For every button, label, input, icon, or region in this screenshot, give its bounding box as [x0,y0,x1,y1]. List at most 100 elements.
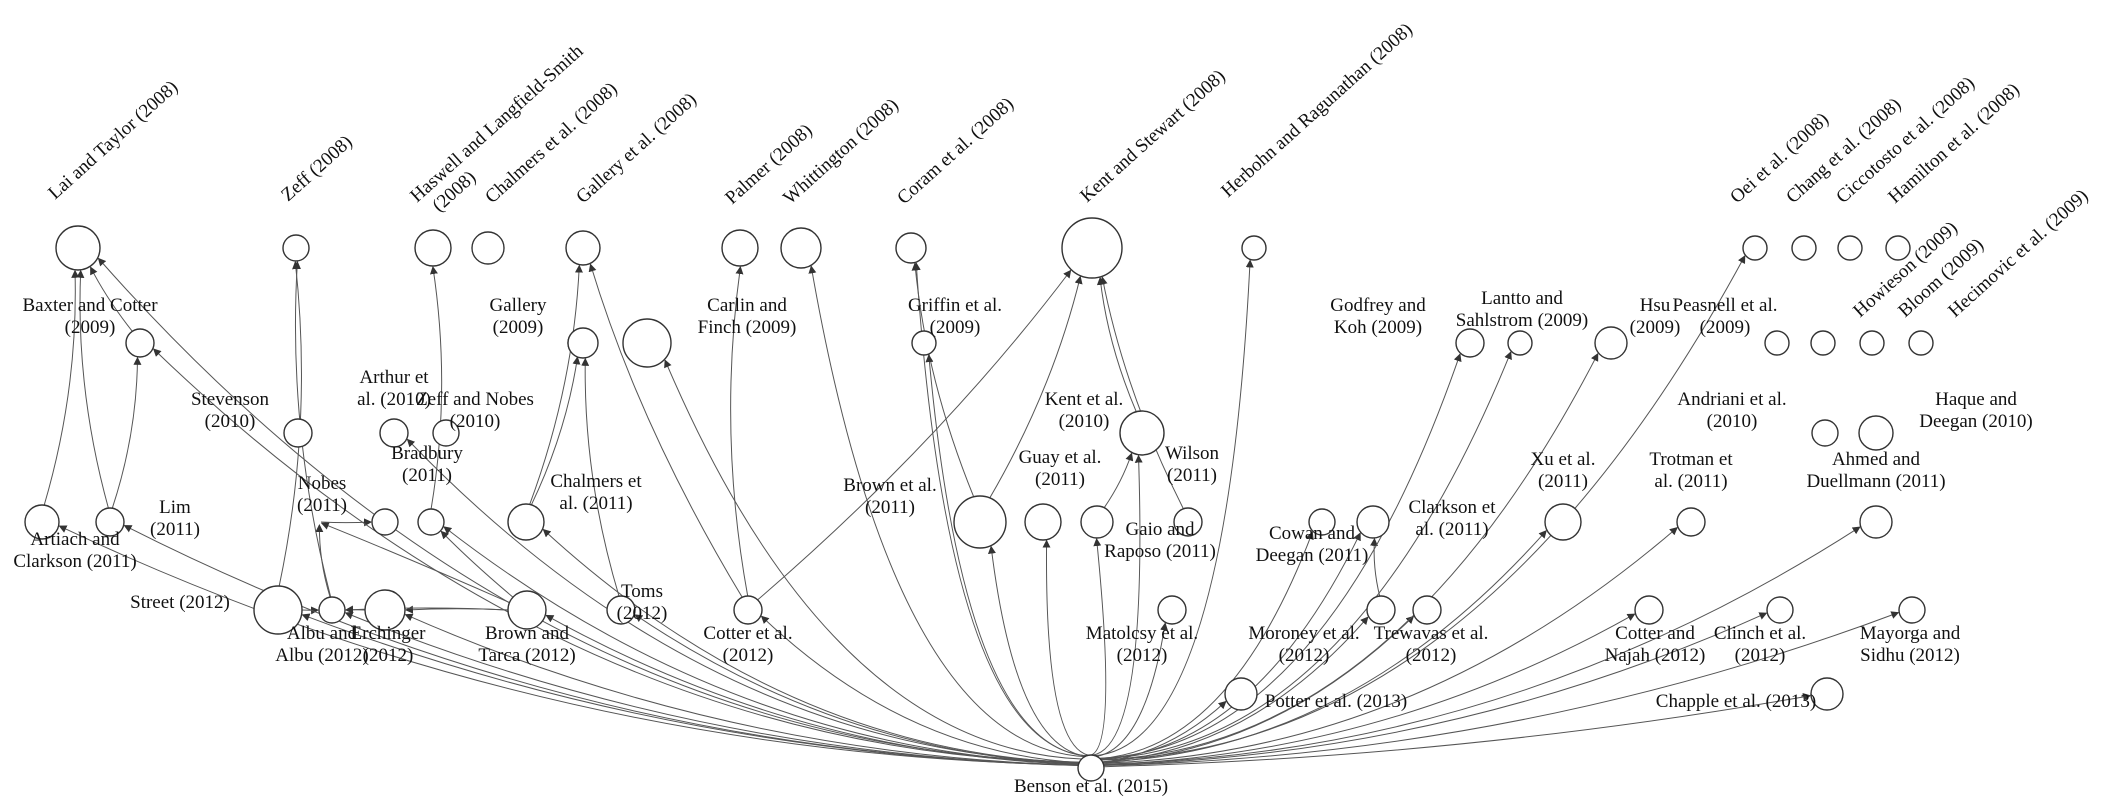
node-label: Wilson(2011) [1165,443,1220,486]
node-circle [1858,415,1894,451]
citation-edge [43,269,80,506]
edges-layer [43,255,1900,768]
citation-edge [1092,454,1143,756]
node-label: Baxter and Cotter(2009) [22,295,158,338]
citation-edge [1101,352,1599,761]
node-lai-taylor: Lai and Taylor (2008) [44,77,182,271]
citation-edge [664,359,1082,760]
citation-edge [1096,276,1137,412]
node-circle [1859,505,1893,539]
node-n-bradbury-circle [371,508,399,536]
citation-edge [58,525,1079,766]
citation-edge [757,269,1072,601]
node-label: Griffin et al.(2009) [908,295,1002,338]
node-kent-stewart: Kent and Stewart (2008) [1061,66,1230,279]
node-circle [1742,235,1768,261]
node-circle [1859,330,1885,356]
node-label: Guay et al.(2011) [1019,447,1102,490]
node-label: Oei et al. (2008) [1726,109,1833,208]
node-chang2008: Chang et al. (2008) [1782,94,1905,261]
node-circle [1885,235,1911,261]
citation-edge [1102,527,1678,764]
node-circle [1766,596,1794,624]
node-moroney2012: Moroney et al.(2012) [1248,595,1396,666]
node-circle [507,503,545,541]
node-herbohn: Herbohn and Ragunathan (2008) [1217,19,1417,261]
node-label: Lai and Taylor (2008) [44,77,182,204]
node-baxter-cotter: Baxter and Cotter(2009) [22,295,158,358]
citation-edge [443,526,1079,764]
node-street2012: Street (2012) [130,585,303,635]
node-circle [895,232,927,264]
citation-edge [123,525,1079,766]
citation-edge [1103,692,1812,768]
citation-edge [581,357,620,597]
node-andriani2010: Andriani et al.(2010) [1677,389,1839,447]
node-circle [471,231,505,265]
node-label: Nobes(2011) [297,473,347,516]
citation-edge [1099,276,1184,510]
node-circle [1119,410,1165,456]
node-circle [1764,330,1790,356]
citation-edge [97,257,1080,763]
node-label: Zeff (2008) [277,131,356,205]
node-circle [125,328,155,358]
node-wilson2011: Wilson(2011) [1165,443,1220,537]
node-stevenson2010: Stevenson(2010) [191,389,313,448]
citation-edge [1370,537,1381,597]
citation-edge [1103,452,1134,508]
node-circle [95,507,125,537]
citation-edge [1103,526,1861,765]
node-circle [911,330,937,356]
node-whittington2008: Whittington (2008) [779,95,903,269]
node-circle [953,495,1007,549]
citation-edge [1103,612,1768,766]
node-circle [1173,507,1203,537]
citation-edge [1103,611,1900,766]
node-label: Trewavas et al.(2012) [1374,623,1489,666]
node-potter2013: Potter et al. (2013) [1224,677,1407,712]
citation-edge [152,348,1080,764]
node-label: Matolcsy et al.(2012) [1086,623,1198,666]
node-label: Andriani et al.(2010) [1677,389,1786,432]
citation-edge [987,545,1086,757]
citation-edge [1101,255,1746,761]
node-label: Kent and Stewart (2008) [1076,66,1229,207]
node-guay2011: Guay et al.(2011) [1019,447,1102,541]
node-circle [1412,595,1442,625]
node-label: Kent et al.(2010) [1045,389,1124,432]
citation-edge [634,614,1079,765]
citation-edge [730,266,749,597]
citation-edge [1102,530,1547,763]
node-circle [1356,505,1390,539]
node-chapple2013: Chapple et al. (2013) [1656,677,1844,712]
node-circle [1157,595,1187,625]
node-circle [1224,677,1258,711]
node-circle [1810,677,1844,711]
citation-edge [1103,613,1636,765]
node-circle [379,418,409,448]
node-circle [1908,330,1934,356]
node-benson2015: Benson et al. (2015) [1014,754,1168,797]
node-label: Cotter et al.(2012) [703,623,792,666]
citation-edge [404,613,1079,766]
node-label: Hsu(2009) [1630,295,1681,338]
node-circle [733,595,763,625]
node-circle [780,227,822,269]
node-circle [1634,595,1664,625]
node-n-large-mid [622,318,672,368]
node-label: Coram et al. (2008) [893,94,1018,209]
